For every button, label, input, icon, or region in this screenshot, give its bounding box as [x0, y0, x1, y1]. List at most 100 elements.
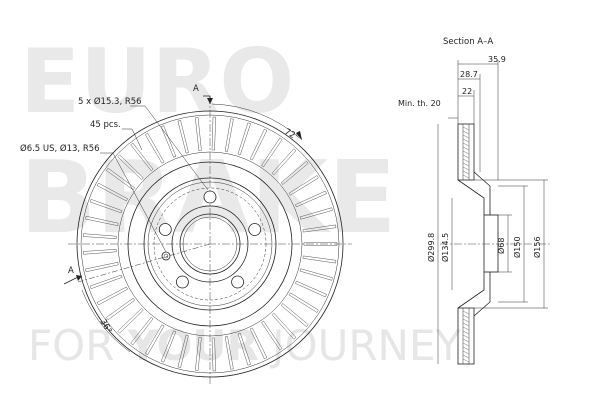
locating-pin-hole	[161, 251, 171, 261]
section-marker-bottom-label: A	[68, 266, 74, 276]
vent-slot	[271, 312, 297, 340]
vent-hatch-line	[462, 126, 470, 131]
dim-150: Ø150	[512, 236, 522, 258]
vent-hatch-line	[462, 174, 470, 179]
bolt-circle	[153, 187, 267, 301]
vent-slot	[237, 122, 251, 156]
disc-outer-rim	[80, 114, 340, 374]
vent-slot	[211, 116, 217, 151]
callout-pin-hole-leader	[100, 152, 167, 253]
vent-slot	[130, 142, 154, 172]
vent-slot	[89, 274, 123, 289]
front-view: A A 72° 36° 5 x Ø15.3, R56 45 pcs. Ø6.5 …	[20, 84, 352, 385]
vent-hatch-line	[462, 310, 470, 315]
vent-slots	[82, 116, 338, 372]
angle-72-arrow	[296, 131, 302, 140]
vent-slot	[271, 148, 297, 176]
bolt-hole	[248, 223, 262, 236]
vent-hatch-line	[462, 338, 470, 343]
vent-slot	[144, 132, 165, 164]
vent-slot	[130, 316, 154, 346]
vent-hatch-line	[462, 322, 470, 327]
bolt-hole	[175, 275, 189, 289]
vent-hatch-line	[462, 326, 470, 331]
watermark-tagline-pre: FOR	[28, 321, 128, 370]
vent-slot	[195, 337, 202, 371]
vent-slot	[117, 154, 144, 180]
vent-slot	[288, 292, 319, 313]
vent-hatch-line	[462, 170, 470, 175]
vent-slot	[299, 268, 333, 281]
watermark-tagline-post: JOURNEY	[259, 321, 462, 370]
vent-hatch-line	[462, 142, 470, 147]
angle-36-arc	[81, 289, 131, 353]
vent-slot	[82, 233, 117, 239]
vent-hatch-line	[462, 350, 470, 355]
section-marker-top-arrow	[207, 98, 213, 104]
vent-hatch-line	[462, 346, 470, 351]
vent-hatch-line	[462, 154, 470, 159]
section-marker-top-label: A	[193, 84, 199, 94]
dim-134-5: Ø134.5	[440, 233, 450, 262]
vent-slot	[85, 215, 119, 226]
hat-profile	[473, 171, 499, 317]
vent-slot	[82, 249, 117, 255]
vent-slot	[261, 137, 283, 168]
section-title: Section A–A	[443, 37, 493, 47]
vent-slot	[261, 320, 283, 351]
vent-hatch-line	[462, 318, 470, 323]
callout-bolt-holes-leader	[130, 105, 209, 191]
vent-hatch-line	[462, 138, 470, 143]
vent-slot	[195, 117, 202, 151]
bolt-hole	[158, 223, 172, 236]
vent-slot	[302, 224, 337, 233]
vent-slot	[280, 303, 309, 328]
vent-slot	[117, 308, 144, 334]
callout-vents-leader	[122, 128, 143, 151]
center-bore	[179, 213, 241, 275]
vent-slot	[177, 334, 189, 368]
vent-slot	[177, 120, 189, 154]
vent-slot	[249, 327, 268, 360]
vent-slot	[160, 125, 177, 158]
vent-hatch-line	[462, 358, 470, 363]
hub-flange	[171, 205, 249, 283]
vent-hatch-line	[462, 150, 470, 155]
angle-72-label: 72°	[283, 127, 301, 143]
hat-outer	[143, 177, 277, 311]
vent-slot	[302, 255, 337, 264]
section-cut-line	[77, 243, 211, 283]
vent-hatch-line	[462, 334, 470, 339]
upper-friction-ring	[457, 123, 475, 181]
vent-slot	[85, 262, 119, 273]
vent-slot	[280, 160, 309, 185]
min-thickness: Min. th. 20	[398, 99, 441, 108]
vent-inner-boundary	[117, 151, 303, 337]
vent-slot	[237, 332, 251, 366]
angle-72-arc	[211, 103, 303, 141]
callout-vents: 45 pcs.	[90, 120, 121, 130]
dim-156: Ø156	[532, 236, 542, 258]
dim-299-8: Ø299.8	[426, 233, 436, 262]
vent-slot	[295, 280, 327, 298]
section-marker-bottom-arrow	[76, 275, 82, 281]
vent-hatch-line	[462, 354, 470, 359]
vent-slot	[96, 286, 128, 306]
vent-hatch-line	[462, 158, 470, 163]
dim-28-7: 28.7	[460, 70, 478, 79]
vent-slot	[106, 167, 136, 191]
vent-slot	[249, 128, 268, 161]
vent-hatch-line	[462, 134, 470, 139]
callout-bolt-holes: 5 x Ø15.3, R56	[78, 96, 142, 107]
vent-slot	[299, 207, 333, 220]
dim-22: 22	[462, 87, 472, 96]
bolt-hole	[203, 190, 217, 204]
vent-slot	[303, 242, 338, 246]
locating-pin-hole-inner	[163, 253, 169, 259]
dim-35-9: 35.9	[488, 55, 506, 64]
bolt-holes	[158, 190, 262, 289]
bolt-hole	[231, 275, 245, 289]
vent-hatch-line	[462, 162, 470, 167]
vent-slot	[144, 324, 165, 356]
